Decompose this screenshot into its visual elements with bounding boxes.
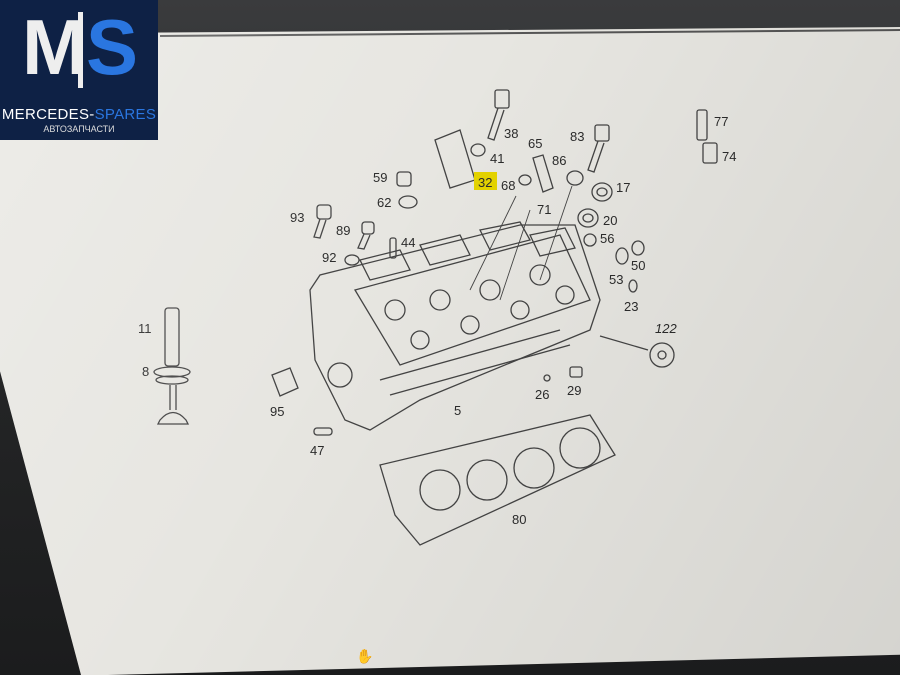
- bolt-38[interactable]: [487, 89, 510, 141]
- part-label-29[interactable]: 29: [567, 383, 581, 398]
- part-label-44[interactable]: 44: [401, 235, 415, 250]
- logo-letter-m: M: [22, 3, 87, 91]
- part-label-74[interactable]: 74: [722, 149, 736, 164]
- plug-50[interactable]: [631, 240, 645, 256]
- sensor-74[interactable]: [702, 142, 718, 164]
- part-label-26[interactable]: 26: [535, 387, 549, 402]
- leader-lines: [469, 185, 573, 301]
- part-label-53[interactable]: 53: [609, 272, 623, 287]
- bolt-93[interactable]: [313, 204, 332, 239]
- logo-subtitle: АВТОЗАПЧАСТИ: [43, 124, 115, 134]
- bolt-83[interactable]: [587, 124, 610, 173]
- part-label-65[interactable]: 65: [528, 136, 542, 151]
- part-label-59[interactable]: 59: [373, 170, 387, 185]
- part-label-62[interactable]: 62: [377, 195, 391, 210]
- part-label-50[interactable]: 50: [631, 258, 645, 273]
- plug-56[interactable]: [583, 233, 597, 247]
- logo-letter-s: S: [86, 3, 139, 91]
- part-label-41[interactable]: 41: [490, 151, 504, 166]
- pin-44[interactable]: [389, 237, 397, 259]
- part-label-92[interactable]: 92: [322, 250, 336, 265]
- valve-assembly[interactable]: [153, 307, 191, 425]
- sensor-77[interactable]: [696, 109, 708, 141]
- part-label-56[interactable]: 56: [600, 231, 614, 246]
- part-label-17[interactable]: 17: [616, 180, 630, 195]
- highlight-part-32: [474, 172, 497, 190]
- highlighted-part-label[interactable]: 32: [478, 175, 492, 190]
- logo-name: MERCEDES-SPARES: [0, 106, 158, 123]
- washer-92[interactable]: [344, 254, 360, 266]
- logo-name-part1: MERCEDES-: [1, 106, 95, 123]
- logo-name-part2: SPARES: [94, 106, 157, 123]
- part-label-23[interactable]: 23: [624, 299, 638, 314]
- dowel-47[interactable]: [313, 427, 333, 436]
- cylinder-head[interactable]: [309, 221, 601, 431]
- part-label-71[interactable]: 71: [537, 202, 551, 217]
- part-label-80[interactable]: 80: [512, 512, 526, 527]
- part-label-38[interactable]: 38: [504, 126, 518, 141]
- part-label-47[interactable]: 47: [310, 443, 324, 458]
- ring-17[interactable]: [591, 182, 613, 202]
- part-label-20[interactable]: 20: [603, 213, 617, 228]
- part-label-122[interactable]: 122: [655, 321, 677, 336]
- rod-65[interactable]: [532, 154, 554, 193]
- seal-86[interactable]: [566, 170, 584, 186]
- cover-122[interactable]: [599, 335, 675, 368]
- part-label-5[interactable]: 5: [454, 403, 461, 418]
- plug-26[interactable]: [543, 374, 551, 382]
- part-label-83[interactable]: 83: [570, 129, 584, 144]
- cap-59[interactable]: [396, 171, 412, 187]
- mercedes-spares-logo: M S MERCEDES-SPARES АВТОЗАПЧАСТИ: [0, 0, 158, 140]
- pin-23[interactable]: [628, 279, 638, 293]
- ring-20[interactable]: [577, 208, 599, 228]
- washer-62[interactable]: [398, 195, 418, 209]
- seal-53[interactable]: [615, 247, 629, 265]
- washer-68[interactable]: [518, 174, 532, 186]
- part-label-93[interactable]: 93: [290, 210, 304, 225]
- window-top-edge: [159, 29, 900, 37]
- part-label-95[interactable]: 95: [270, 404, 284, 419]
- part-label-68[interactable]: 68: [501, 178, 515, 193]
- part-label-89[interactable]: 89: [336, 223, 350, 238]
- bracket-95[interactable]: [271, 367, 299, 397]
- part-label-86[interactable]: 86: [552, 153, 566, 168]
- stud-29[interactable]: [569, 366, 583, 378]
- logo-divider: [78, 12, 83, 88]
- head-gasket[interactable]: [379, 414, 616, 546]
- part-label-11[interactable]: 11: [138, 321, 152, 336]
- part-label-77[interactable]: 77: [714, 114, 728, 129]
- bolt-89[interactable]: [357, 221, 375, 250]
- part-label-8[interactable]: 8: [142, 364, 149, 379]
- washer-41[interactable]: [470, 143, 486, 157]
- hand-pointer-icon: ✋: [356, 648, 374, 664]
